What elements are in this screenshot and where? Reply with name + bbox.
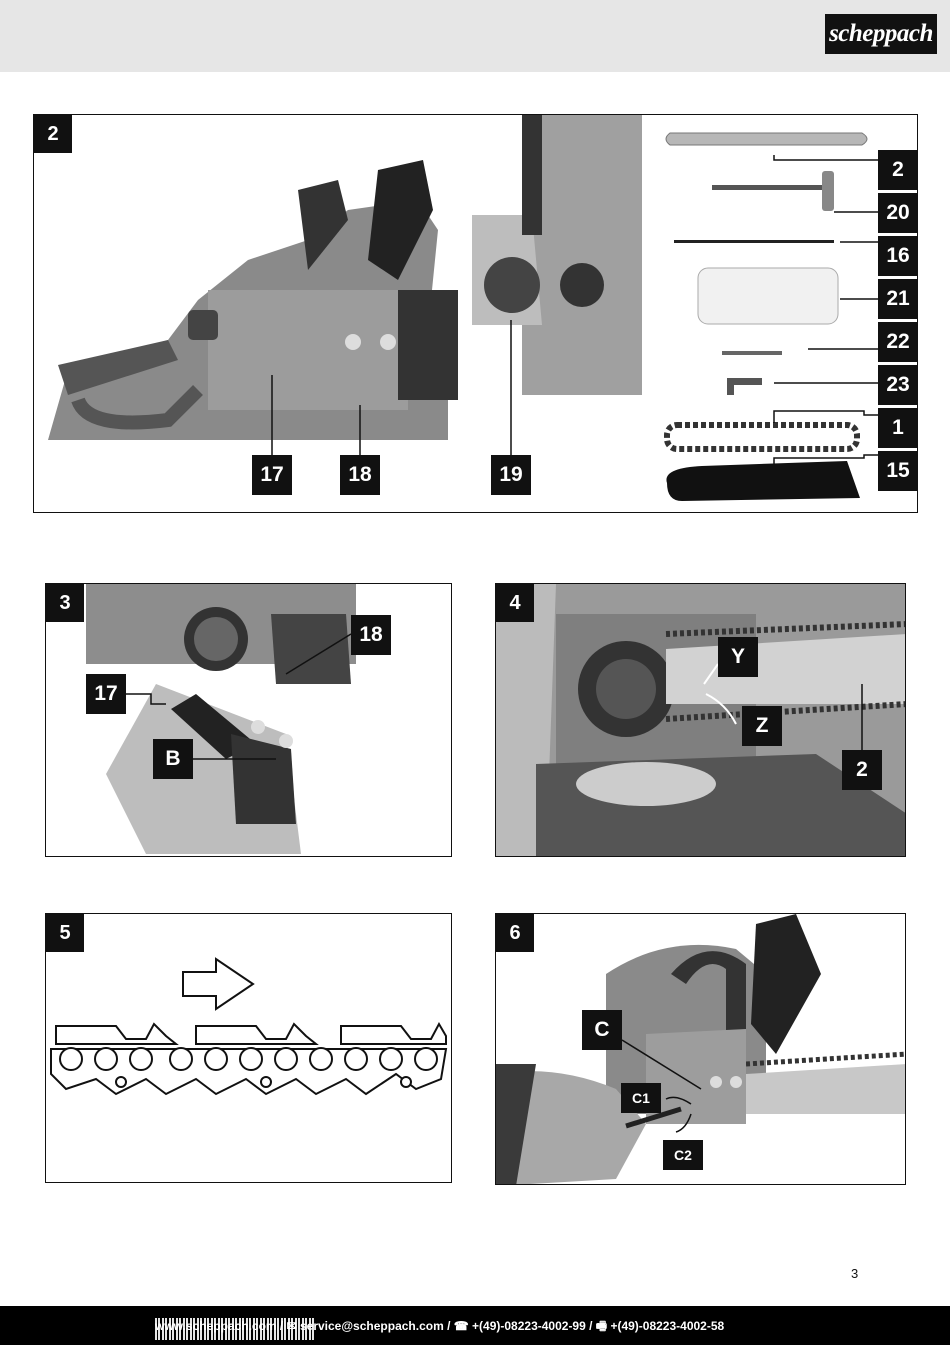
label-c: C [582,1010,622,1050]
label-17: 17 [86,674,126,714]
footer-contact: www.scheppach.com / ✉ service@scheppach.… [155,1319,725,1333]
part-15-label: 15 [878,451,917,491]
label-18: 18 [340,455,380,495]
label-z: Z [742,706,782,746]
figure-3-panel: 3 18 17 B [45,583,452,857]
figure-2-panel: 2 17 18 19 2 20 16 21 22 23 1 15 [33,114,918,513]
label-c1: C1 [621,1083,661,1113]
leader-lines [703,663,863,750]
page-footer: www.scheppach.com / ✉ service@scheppach.… [0,1306,950,1345]
label-18: 18 [351,615,391,655]
sprocket-cover-removal-photo [86,584,356,854]
part-22-label: 22 [878,322,917,362]
leader-lines [271,155,878,465]
barcode [155,1318,315,1340]
label-17: 17 [252,455,292,495]
brand-logo: scheppach [825,14,937,54]
leader-lines [126,633,352,760]
figure-6-number: 6 [496,914,534,952]
figure-3-number: 3 [46,584,84,622]
page-number: 3 [851,1266,859,1281]
part-1-label: 1 [878,408,917,448]
chainsaw-sprocket-photo [472,115,642,395]
figure-2-number: 2 [34,115,72,153]
part-2-label: 2 [878,150,917,190]
figure-4-number: 4 [496,584,534,622]
leader-lines [621,1039,702,1133]
chain-tensioning-photo [496,914,905,1184]
label-19: 19 [491,455,531,495]
label-2: 2 [842,750,882,790]
saw-chain-direction-diagram [50,957,448,1096]
part-23-label: 23 [878,365,917,405]
accessory-parts-illustration [664,132,868,501]
part-16-label: 16 [878,236,917,276]
figure-5-number: 5 [46,914,84,952]
label-y: Y [718,637,758,677]
part-21-label: 21 [878,279,917,319]
label-b: B [153,739,193,779]
figure-4-panel: 4 Y Z 2 [495,583,906,857]
chainsaw-side-photo [48,160,458,440]
direction-arrow-icon [182,957,255,1011]
part-20-label: 20 [878,193,917,233]
page-header: scheppach [0,0,950,72]
label-c2: C2 [663,1140,703,1170]
figure-5-panel: 5 [45,913,452,1183]
figure-6-panel: 6 C C1 C2 [495,913,906,1185]
